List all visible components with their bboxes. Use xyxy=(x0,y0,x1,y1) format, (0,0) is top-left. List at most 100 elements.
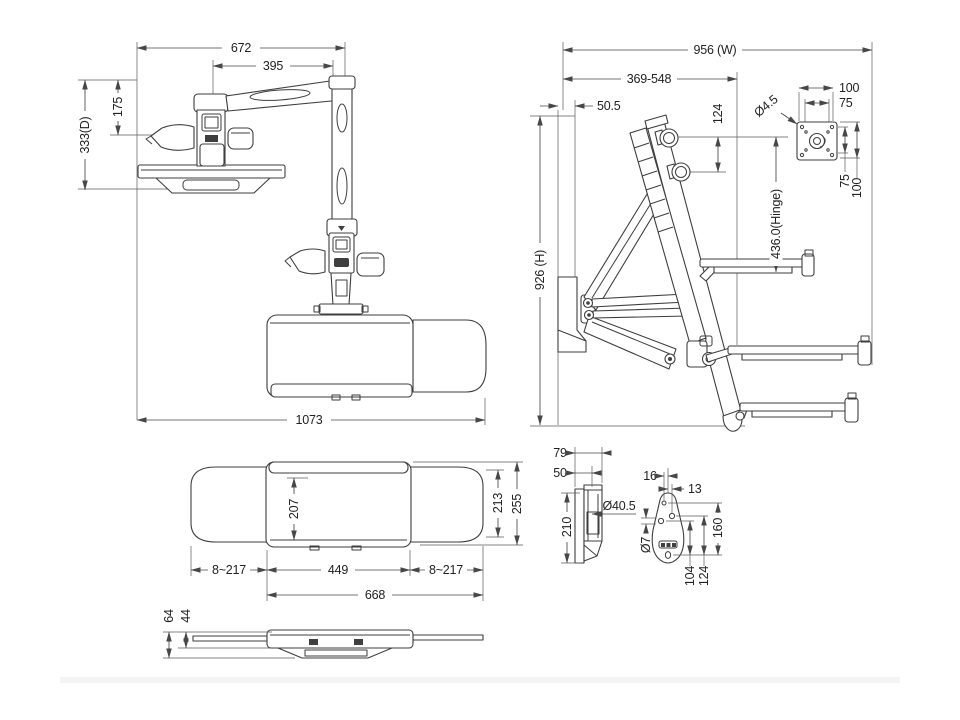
dim-label-956w: 956 (W) xyxy=(693,43,736,57)
plate-hole-right xyxy=(668,512,676,520)
wall-post xyxy=(331,87,353,221)
dim-hole-dia: Ø7 xyxy=(639,508,653,554)
dim-label-right-slide: 8~217 xyxy=(429,563,463,577)
dim-label-333d: 333(D) xyxy=(78,116,92,153)
tray-left-plate-side xyxy=(192,635,268,642)
tray-top-rail xyxy=(268,461,409,474)
dim-vesa-75-right: 75 xyxy=(838,126,852,188)
dim-label-395: 395 xyxy=(263,59,284,73)
dim-vesa-100-top: 100 xyxy=(798,81,860,95)
dim-104: 104 xyxy=(683,520,697,587)
dim-926h: 926 (H) xyxy=(533,115,547,426)
dim-207: 207 xyxy=(287,477,301,541)
dim-label-124: 124 xyxy=(711,104,725,125)
wall-plate-view: 16 13 Ø7 160 104 xyxy=(639,468,725,586)
dim-956w: 956 (W) xyxy=(562,43,873,57)
front-view: 672 395 333(D) 175 1073 xyxy=(78,41,487,427)
tray-position-middle xyxy=(727,345,861,355)
plate-hole-bottom xyxy=(664,551,672,559)
monitor-head-latch xyxy=(205,135,218,142)
dim-64: 64 xyxy=(162,609,176,659)
dim-175: 175 xyxy=(111,79,125,136)
dim-label-255: 255 xyxy=(510,494,524,515)
dim-436-hinge: 436.0(Hinge) xyxy=(769,136,783,273)
tray-right-plate-side xyxy=(412,634,484,641)
dim-label-672: 672 xyxy=(231,41,252,55)
dim-124-plate: 124 xyxy=(697,515,711,587)
lower-spring-arm xyxy=(583,315,677,370)
dim-395: 395 xyxy=(212,59,334,73)
dim-label-1073: 1073 xyxy=(295,413,322,427)
extension-lines xyxy=(530,42,873,427)
bracket-top-lip xyxy=(583,484,603,491)
dim-vesa-100-right: 100 xyxy=(850,121,864,199)
dim-label-207: 207 xyxy=(287,499,301,520)
dim-right-slide: 8~217 xyxy=(409,563,484,577)
right-clamp-knob xyxy=(227,127,254,150)
dim-668: 668 xyxy=(266,588,484,602)
keyboard-column xyxy=(330,272,352,306)
side-view: 956 (W) 369-548 50.5 926 (H) 124 xyxy=(530,42,873,432)
dim-label-44: 44 xyxy=(179,609,193,623)
dim-label-449: 449 xyxy=(328,563,349,577)
dim-label-160: 160 xyxy=(711,518,725,539)
tray-right-panel xyxy=(409,466,484,543)
monitor-head-cap xyxy=(193,93,229,113)
dim-label-213: 213 xyxy=(491,493,505,514)
bracket-back-plate xyxy=(574,488,585,564)
tray-top-view: 207 213 255 8~217 449 xyxy=(190,461,524,602)
dim-369-548: 369-548 xyxy=(562,72,738,86)
drawing-side xyxy=(557,114,872,432)
monitor-vent-lines xyxy=(633,142,674,233)
dim-13: 13 xyxy=(658,482,702,496)
dim-50: 50 xyxy=(553,466,602,480)
dim-210: 210 xyxy=(560,492,574,564)
dim-1073: 1073 xyxy=(136,413,486,427)
dim-449: 449 xyxy=(266,563,411,577)
dim-label-vesa-75-top: 75 xyxy=(839,96,853,110)
parallel-link-upper xyxy=(591,293,688,308)
tray-position-upper xyxy=(699,258,809,268)
dim-label-vesa-75-right: 75 xyxy=(838,174,852,188)
tray-mount-bar xyxy=(318,303,364,315)
dim-vesa-75-top: 75 xyxy=(804,96,853,110)
dim-672: 672 xyxy=(136,41,346,55)
dim-44: 44 xyxy=(179,609,193,649)
wall-plate-outline xyxy=(651,492,685,564)
tray-position-lower xyxy=(739,402,849,412)
parallel-link-lower xyxy=(592,307,689,319)
dim-label-926h: 926 (H) xyxy=(533,250,547,290)
monitor-top-outline xyxy=(137,164,286,179)
dim-label-pole-dia: Ø40.5 xyxy=(602,499,635,513)
dim-label-13: 13 xyxy=(688,482,702,496)
tray-body-side xyxy=(266,629,414,649)
dim-50-5: 50.5 xyxy=(540,99,621,113)
dim-label-hole-dia: Ø7 xyxy=(639,537,653,554)
dim-label-104: 104 xyxy=(683,566,697,587)
post-top-cap xyxy=(328,75,356,90)
dim-label-vesa-100-right: 100 xyxy=(850,178,864,199)
dim-label-64: 64 xyxy=(162,609,176,623)
plate-slot xyxy=(658,540,678,549)
dim-left-slide: 8~217 xyxy=(190,563,268,577)
dim-pole-dia: Ø40.5 xyxy=(591,499,636,517)
plate-hole-top xyxy=(661,500,667,506)
dim-label-668: 668 xyxy=(365,588,386,602)
plate-hole-left xyxy=(657,517,665,525)
dim-label-16: 16 xyxy=(643,469,657,483)
dim-label-124-plate: 124 xyxy=(697,566,711,587)
left-clamp-lever xyxy=(150,124,195,151)
column-top-cap xyxy=(644,114,669,130)
dim-16: 16 xyxy=(643,469,678,483)
dim-label-369-548: 369-548 xyxy=(627,72,672,86)
vesa-knob-lower xyxy=(671,162,691,182)
extension-lines xyxy=(163,631,295,659)
dim-label-210: 210 xyxy=(560,517,574,538)
drawing-front xyxy=(137,75,487,401)
keyboard-clamp-lever xyxy=(289,248,326,275)
bracket-foot xyxy=(583,540,603,562)
dim-vesa-dia: Ø4.5 xyxy=(751,92,798,125)
mouse-tray-extension xyxy=(412,319,487,393)
